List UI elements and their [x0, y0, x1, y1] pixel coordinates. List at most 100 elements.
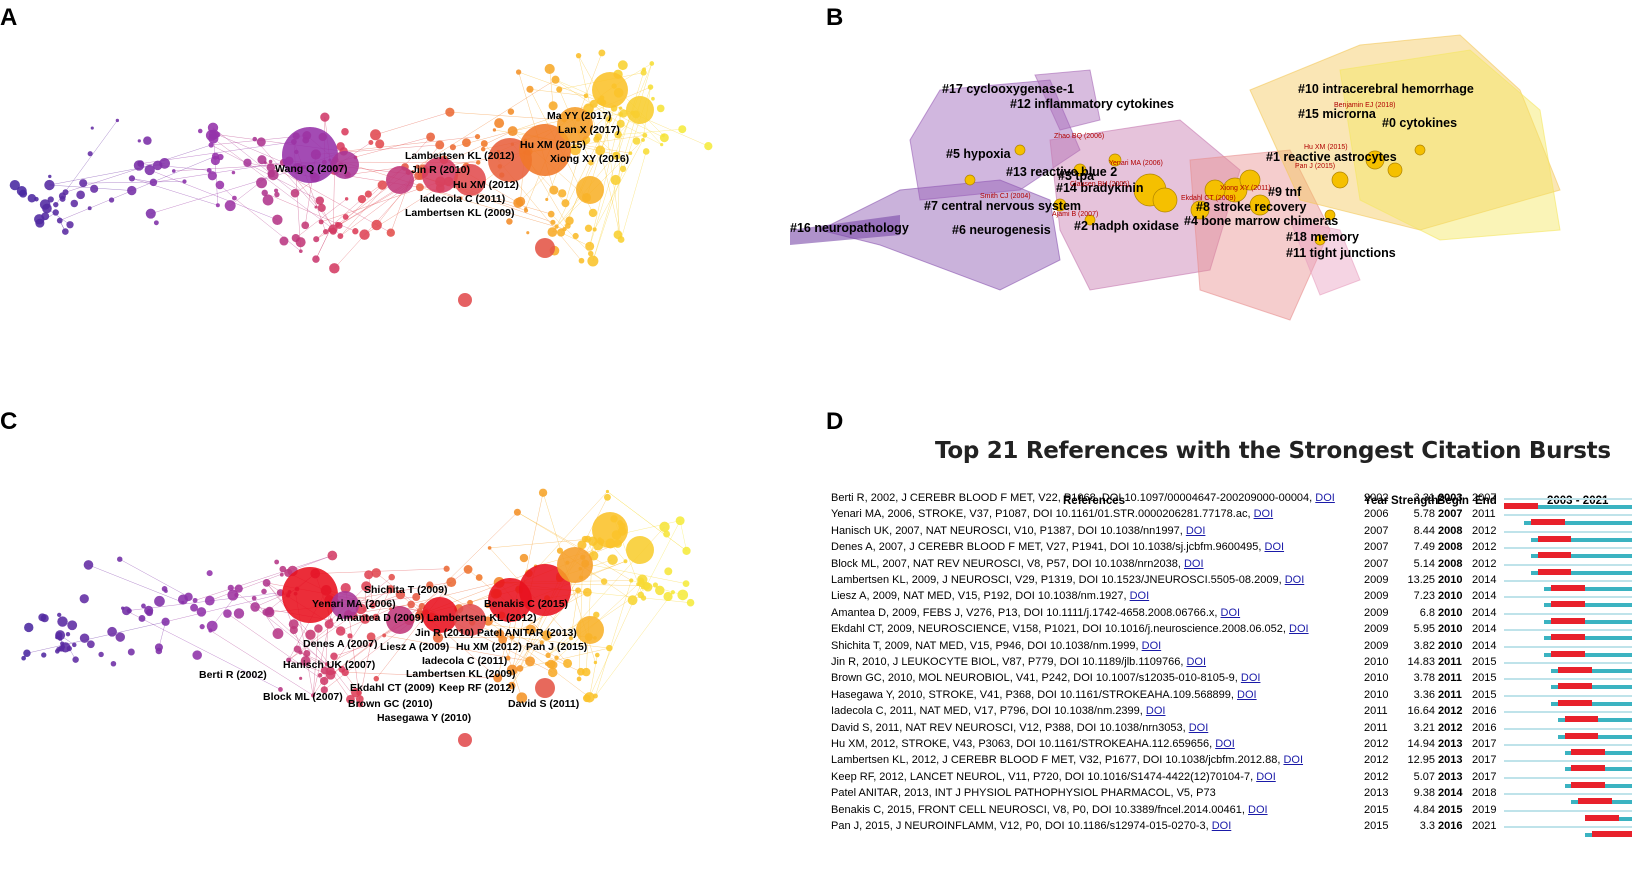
timeline-burst: [1551, 601, 1585, 608]
doi-link[interactable]: DOI: [1253, 508, 1274, 521]
doi-link[interactable]: DOI: [1284, 574, 1305, 586]
doi-link[interactable]: DOI: [1289, 623, 1309, 636]
network-c-edge: [359, 644, 371, 700]
network-a-node: [357, 194, 367, 204]
doi-link[interactable]: DOI: [1211, 820, 1232, 832]
network-c-node: [412, 593, 421, 601]
network-a-node: [341, 127, 349, 136]
network-c-node: [300, 656, 311, 666]
network-c-label: Denes A (2007): [303, 638, 378, 650]
doi-link[interactable]: DOI: [1220, 606, 1241, 619]
network-a-node: [583, 93, 589, 99]
network-a-node: [415, 183, 424, 192]
network-a-node: [642, 132, 648, 138]
doi-link[interactable]: DOI: [1188, 721, 1209, 734]
reference-text: Berti R, 2002, J CEREBR BLOOD F MET, V22…: [831, 492, 1335, 504]
network-a-node: [523, 208, 529, 213]
doi-link[interactable]: DOI: [1145, 705, 1166, 718]
network-a-node: [66, 221, 74, 229]
network-c-node: [487, 546, 492, 550]
network-a-node: [649, 61, 655, 66]
network-c-node: [593, 660, 598, 665]
burst-row: Hu XM, 2012, STROKE, V43, P3063, DOI 10.…: [827, 736, 1637, 755]
doi-link[interactable]: DOI: [1186, 656, 1207, 668]
network-c-node: [682, 546, 691, 556]
network-c-node: [505, 655, 511, 661]
cluster-hull: [818, 179, 1061, 291]
cluster-label: #16 neuropathology: [790, 221, 909, 235]
cluster-label: #9 tnf: [1268, 185, 1302, 199]
timeline-burst: [1557, 667, 1592, 673]
network-a-node: [632, 137, 641, 145]
doi-link[interactable]: DOI: [1141, 639, 1162, 652]
burst-end: 2017: [1472, 754, 1497, 767]
network-a-node: [211, 152, 220, 160]
network-a-node: [386, 228, 395, 237]
network-c-node: [324, 662, 330, 667]
network-a-node: [268, 159, 273, 164]
doi-link[interactable]: DOI: [1215, 738, 1235, 750]
network-c-edge: [429, 584, 568, 664]
timeline-track: [1504, 744, 1632, 755]
network-a-edge: [529, 89, 587, 97]
doi-link[interactable]: DOI: [1256, 770, 1276, 783]
doi-link[interactable]: DOI: [1240, 672, 1261, 685]
timeline-burst: [1557, 699, 1592, 706]
panel-a-letter: A: [0, 4, 18, 31]
network-c-node: [544, 661, 550, 666]
network-c-node: [57, 612, 62, 618]
burst-begin: 2011: [1438, 672, 1462, 685]
network-a-node: [329, 263, 340, 274]
burst-year: 2007: [1364, 557, 1389, 570]
network-c-node: [72, 642, 77, 648]
network-c-node: [519, 553, 529, 563]
network-a-node: [207, 171, 217, 181]
network-a-node: [613, 230, 623, 240]
doi-link[interactable]: DOI: [1183, 557, 1204, 570]
timeline-burst: [1571, 749, 1606, 755]
network-c-node: [577, 540, 587, 550]
network-c-node: [592, 512, 628, 548]
doi-link[interactable]: DOI: [1129, 590, 1150, 603]
doi-link[interactable]: DOI: [1264, 541, 1285, 554]
network-a-edge: [234, 197, 301, 252]
doi-link[interactable]: DOI: [1283, 754, 1304, 767]
network-a-node: [48, 174, 52, 179]
cluster-label: #15 microrna: [1298, 107, 1377, 121]
network-a-node: [618, 106, 623, 110]
doi-link[interactable]: DOI: [1315, 492, 1335, 504]
network-a-node: [274, 191, 280, 198]
doi-link[interactable]: DOI: [1185, 524, 1206, 537]
cluster-node: [1414, 144, 1426, 156]
network-c-label: Lambertsen KL (2009): [406, 668, 516, 680]
burst-strength: 5.95: [1413, 623, 1435, 636]
network-c-node: [331, 591, 359, 619]
burst-year: 2012: [1364, 754, 1389, 767]
burst-begin: 2010: [1438, 574, 1463, 586]
reference-text: Block ML, 2007, NAT REV NEUROSCI, V8, P5…: [831, 557, 1204, 570]
network-a-node: [359, 229, 370, 240]
network-a-node: [480, 146, 486, 152]
doi-link[interactable]: DOI: [1248, 803, 1268, 816]
network-c-node: [314, 624, 323, 633]
reference-text: Hanisch UK, 2007, NAT NEUROSCI, V10, P13…: [831, 524, 1206, 537]
cluster-label: #12 inflammatory cytokines: [1010, 97, 1174, 111]
cluster-node: [1324, 209, 1336, 221]
network-c-node: [576, 616, 604, 644]
network-c-node: [594, 652, 600, 658]
cluster-label: #7 central nervous system: [924, 199, 1081, 213]
network-a-node: [262, 194, 274, 206]
burst-begin: 2010: [1438, 639, 1463, 652]
network-c-node: [548, 660, 558, 670]
burst-row: Pan J, 2015, J NEUROINFLAMM, V12, P0, DO…: [827, 818, 1637, 837]
burst-end: 2011: [1472, 508, 1496, 521]
doi-link[interactable]: DOI: [1237, 688, 1257, 701]
network-c-node: [446, 577, 457, 588]
network-c-node: [600, 578, 608, 585]
network-c-node: [593, 611, 600, 618]
network-c-edge: [646, 520, 681, 586]
network-a-node: [454, 164, 486, 196]
network-c-node: [584, 692, 595, 703]
network-a-node: [545, 197, 549, 202]
network-c-node: [677, 589, 689, 601]
